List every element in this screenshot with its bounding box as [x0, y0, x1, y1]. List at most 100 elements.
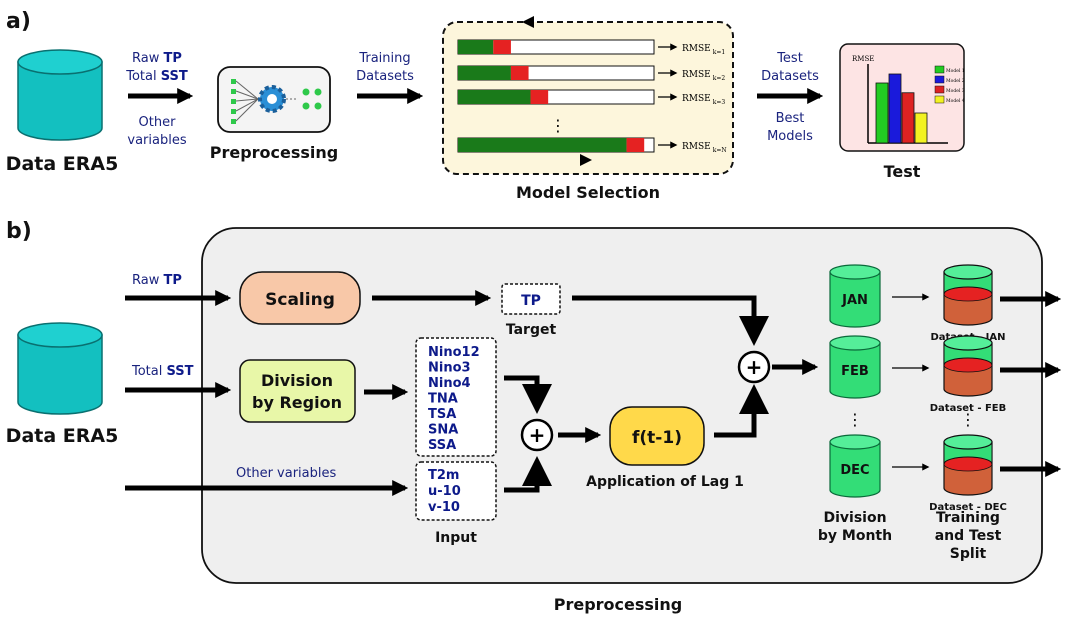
sum-node-target: [737, 350, 771, 384]
lag-function-label: f(t-1): [632, 428, 682, 448]
other-input-item: u-10: [428, 484, 461, 499]
split-line1: Training: [936, 510, 1000, 526]
best-models-line2: Models: [767, 129, 813, 144]
rmse-bar-green: [458, 90, 531, 104]
data-era5-cylinder-b: [17, 322, 103, 415]
test-legend-entry: Model 3: [946, 88, 965, 94]
best-models-line1: Best: [776, 111, 805, 126]
other-variables-line1-a: Other: [139, 115, 177, 130]
rmse-bar-red: [510, 66, 529, 80]
index-item: TNA: [428, 392, 458, 407]
model-ellipsis: ⋮: [550, 116, 566, 135]
dataset-cylinder-top: [943, 434, 993, 450]
test-chart-bar: [901, 92, 915, 144]
month-cylinder-top: [829, 335, 881, 351]
test-legend-entry: Model 2: [946, 78, 965, 84]
rmse-bar-red: [626, 138, 645, 152]
loop-arrow-top: [522, 16, 534, 28]
rmse-bar-green: [458, 66, 511, 80]
sum-node-inputs-plus: +: [529, 423, 546, 447]
test-legend-swatch: [934, 95, 945, 104]
raw-tp-input-b: Raw TP: [132, 273, 182, 288]
training-datasets-line2: Datasets: [356, 69, 414, 84]
preprocessing-label-b: Preprocessing: [554, 595, 683, 614]
division-by-region-box: [239, 359, 356, 423]
other-variables-b: Other variables: [236, 466, 336, 481]
target-label: Target: [506, 322, 557, 338]
training-datasets-line1: Training: [358, 51, 410, 66]
index-item: SNA: [428, 423, 458, 438]
division-month-line2: by Month: [818, 528, 892, 544]
month-ellipsis: ⋮: [847, 410, 863, 429]
test-legend-swatch: [934, 85, 945, 94]
split-line3: Split: [950, 546, 987, 562]
sum-node-inputs: [520, 418, 554, 452]
test-label: Test: [884, 162, 921, 181]
test-datasets-line1: Test: [776, 51, 803, 66]
input-label: Input: [435, 530, 477, 546]
model-selection-label: Model Selection: [516, 183, 660, 202]
target-var: TP: [521, 293, 541, 309]
test-legend-swatch: [934, 65, 945, 74]
rmse-bar-green: [458, 40, 494, 54]
index-item: TSA: [428, 407, 456, 422]
other-inputs-box: [415, 461, 497, 521]
test-chart-bars: [875, 73, 928, 144]
index-item: SSA: [428, 438, 456, 453]
division-line1: Division: [261, 371, 333, 390]
month-label: JAN: [841, 293, 868, 308]
test-chart-ylabel: RMSE: [852, 55, 874, 63]
arrow-indices-to-sum: [504, 375, 552, 414]
index-item: Nino4: [428, 376, 471, 391]
index-item: Nino3: [428, 361, 471, 376]
test-chart-bar: [914, 112, 928, 144]
rmse-bar-red: [493, 40, 511, 54]
split-line2: and Test: [935, 528, 1002, 544]
lag-application-label: Application of Lag 1: [586, 474, 744, 490]
index-item: Nino12: [428, 345, 480, 360]
preprocessing-icon: [217, 66, 331, 133]
division-line2: by Region: [252, 393, 342, 412]
panel-b-label: b): [6, 219, 32, 244]
scaling-label: Scaling: [265, 290, 335, 310]
dataset-label: Dataset - FEB: [930, 403, 1007, 414]
month-cylinder-body: [829, 271, 881, 328]
dataset-cylinder-top: [943, 335, 993, 351]
dataset-ellipsis: ⋮: [960, 410, 976, 429]
test-chart-bar: [875, 82, 889, 144]
indices-box: [415, 337, 497, 457]
month-label: FEB: [841, 364, 869, 379]
panel-a-label: a): [6, 9, 31, 34]
test-datasets-line2: Datasets: [761, 69, 819, 84]
month-cylinder-top: [829, 434, 881, 450]
test-legend-entry: Model 4: [946, 98, 965, 104]
data-era5-cylinder-a: [17, 49, 103, 141]
dataset-label: Dataset - DEC: [929, 502, 1007, 513]
arrow-lag-to-sum: [714, 384, 769, 438]
raw-tp-input-a: Raw TP: [132, 51, 182, 66]
other-input-item: T2m: [428, 468, 459, 483]
test-chart-bar: [888, 73, 902, 144]
sum-node-target-plus: +: [746, 355, 763, 379]
month-label: DEC: [840, 463, 869, 478]
target-box: [501, 283, 561, 315]
arrow-inputs-to-sum: [504, 456, 552, 493]
rmse-bar-green: [458, 138, 627, 152]
data-source-label-a: Data ERA5: [6, 153, 119, 175]
division-month-line1: Division: [823, 510, 886, 526]
dataset-cylinder-top: [943, 264, 993, 280]
data-source-label-b: Data ERA5: [6, 425, 119, 447]
month-cylinder-body: [829, 441, 881, 498]
other-input-item: v-10: [428, 500, 460, 515]
total-sst-input-b: Total SST: [131, 364, 194, 379]
rmse-bar-red: [530, 90, 549, 104]
preprocessing-label-a: Preprocessing: [210, 143, 339, 162]
